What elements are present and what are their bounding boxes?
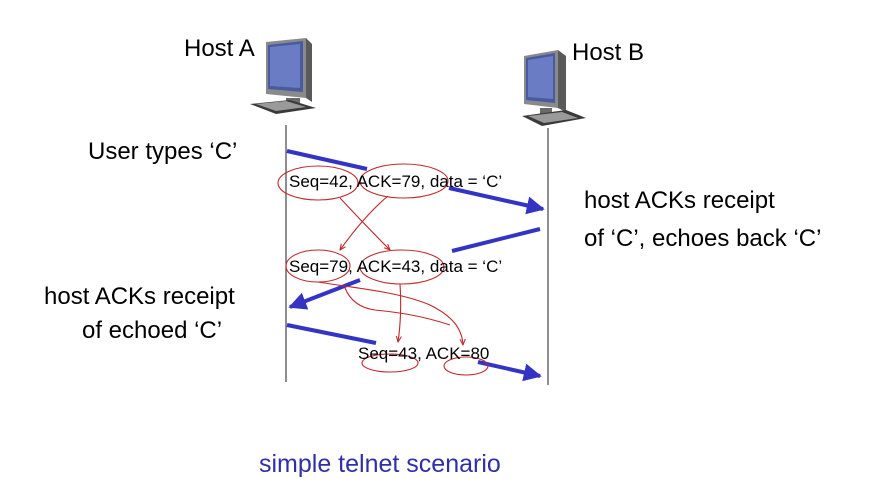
diagram-caption: simple telnet scenario — [259, 450, 501, 478]
seq-43-circle — [361, 353, 419, 373]
host-b-ack-line1: host ACKs receipt — [584, 187, 775, 214]
segment-2-arrow — [288, 227, 541, 310]
ack79-to-seq79-arrow — [340, 195, 389, 250]
host-b-computer-icon — [522, 50, 586, 126]
user-types-label: User types ‘C’ — [88, 138, 238, 165]
seq-42-circle — [277, 165, 359, 201]
ack-79-circle — [359, 163, 449, 199]
ack-80-circle — [443, 356, 489, 376]
segment-2-label: Seq=79, ACK=43, data = ‘C’ — [289, 257, 503, 276]
segment-1-label: Seq=42, ACK=79, data = ‘C’ — [289, 172, 503, 191]
host-a-ack-line1: host ACKs receipt — [44, 283, 235, 310]
segment-1-arrow — [286, 149, 545, 215]
segment-3-label: Seq=43, ACK=80 — [358, 344, 490, 363]
seq79-to-ack80-arrow — [317, 281, 463, 345]
ack43-to-seq43-arrow — [398, 283, 401, 342]
host-b-label: Host B — [572, 39, 645, 66]
segment-3-arrow — [286, 323, 542, 382]
host-a-ack-line2: of echoed ‘C’ — [82, 317, 223, 344]
scribble-loop — [344, 287, 451, 326]
host-b-ack-line2: of ‘C’, echoes back ‘C’ — [584, 225, 822, 252]
host-a-computer-icon — [250, 38, 316, 114]
ack-43-circle — [359, 249, 445, 285]
handwritten-annotations — [277, 163, 489, 376]
seq42-to-ack43-arrow — [339, 197, 390, 250]
host-a-label: Host A — [184, 35, 255, 62]
